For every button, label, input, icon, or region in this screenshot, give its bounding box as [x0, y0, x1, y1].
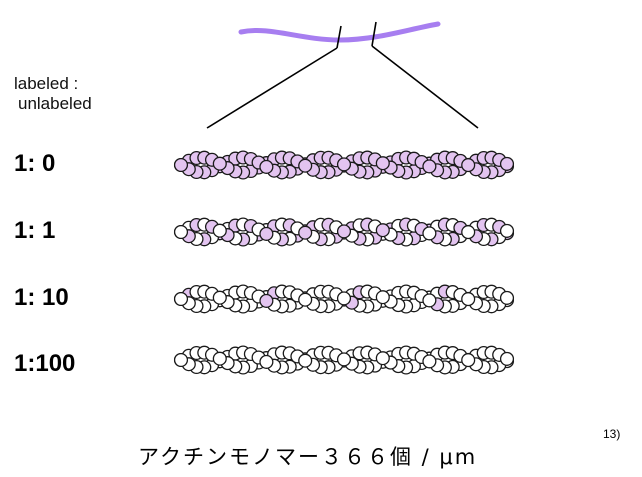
zoom-line-right [372, 46, 478, 128]
ratio-header-line1: labeled : [14, 74, 78, 93]
reference-marker: 13) [603, 427, 620, 441]
ratio-label-1-100: 1:100 [14, 350, 75, 378]
unlabeled-monomer [462, 293, 475, 306]
unlabeled-monomer [175, 226, 188, 239]
ratio-label-1-0: 1: 0 [14, 150, 55, 178]
unlabeled-monomer [376, 352, 389, 365]
unlabeled-monomer [299, 293, 312, 306]
actin-filament-row [175, 218, 514, 246]
unlabeled-monomer [213, 224, 226, 237]
unlabeled-monomer [423, 227, 436, 240]
labeled-monomer [338, 225, 351, 238]
labeled-monomer [260, 228, 273, 241]
zoom-marker-right [372, 22, 376, 46]
labeled-monomer [260, 295, 273, 308]
unlabeled-monomer [299, 354, 312, 367]
unlabeled-monomer [501, 225, 514, 238]
unlabeled-monomer [338, 353, 351, 366]
unlabeled-monomer [423, 294, 436, 307]
unlabeled-monomer [462, 354, 475, 367]
labeled-monomer [376, 157, 389, 170]
zoom-line-left [207, 48, 337, 128]
ratio-header: labeled : unlabeled [14, 74, 92, 114]
zoom-marker-left [337, 26, 341, 48]
ratio-header-line2: unlabeled [14, 94, 92, 114]
labeled-monomer [175, 159, 188, 172]
labeled-monomer [299, 226, 312, 239]
unlabeled-monomer [338, 292, 351, 305]
labeled-monomer [260, 161, 273, 174]
labeled-monomer [462, 159, 475, 172]
unlabeled-monomer [423, 355, 436, 368]
ratio-label-1-1: 1: 1 [14, 217, 55, 245]
actin-filament-row [175, 285, 514, 313]
labeled-monomer [423, 160, 436, 173]
labeled-monomer [213, 157, 226, 170]
labeled-monomer [338, 158, 351, 171]
unlabeled-monomer [213, 291, 226, 304]
unlabeled-monomer [260, 356, 273, 369]
labeled-monomer [376, 224, 389, 237]
unlabeled-monomer [376, 291, 389, 304]
ratio-label-1-10: 1: 10 [14, 284, 69, 312]
labeled-monomer [501, 158, 514, 171]
actin-filament-row [175, 151, 514, 179]
unlabeled-monomer [213, 352, 226, 365]
unlabeled-monomer [462, 226, 475, 239]
unlabeled-monomer [501, 353, 514, 366]
actin-filament-row [175, 346, 514, 374]
unlabeled-monomer [175, 293, 188, 306]
labeled-monomer [299, 159, 312, 172]
caption: アクチンモノマー３６６個 / μm [138, 441, 477, 471]
unlabeled-monomer [501, 292, 514, 305]
unlabeled-monomer [175, 354, 188, 367]
